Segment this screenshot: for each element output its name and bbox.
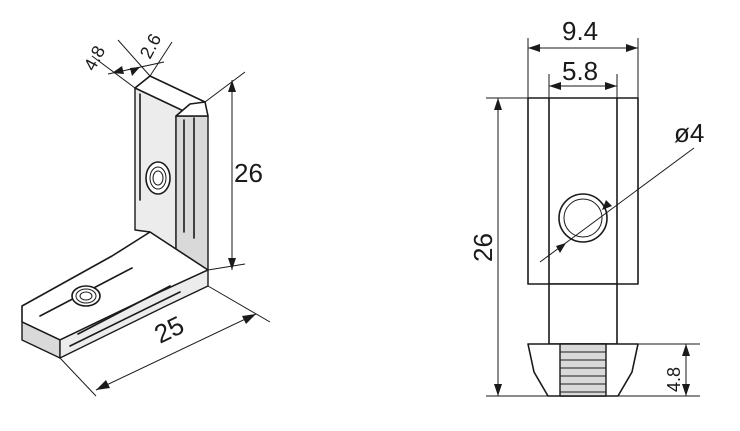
- extension-line: [207, 263, 246, 271]
- extension-line: [117, 39, 151, 77]
- front-view: ø4 9.4 5.8 26 4.8: [468, 16, 704, 397]
- arrowhead: [242, 314, 256, 324]
- arrowhead: [228, 80, 236, 92]
- dim-height-label: 26: [234, 158, 263, 188]
- arrowhead: [528, 44, 540, 52]
- leader-line-hole: [539, 147, 695, 263]
- channel-line: [69, 291, 181, 347]
- arrowhead: [494, 98, 502, 110]
- dim-width-outer-label: 9.4: [562, 16, 598, 46]
- hole-inner: [563, 198, 603, 238]
- front-body: [527, 97, 639, 285]
- arrowhead: [112, 66, 124, 74]
- arrowhead: [494, 384, 502, 396]
- dim-slot-label: 2.6: [136, 30, 165, 61]
- arrowhead: [96, 380, 110, 390]
- dim-thickness-label: 4.8: [80, 42, 109, 73]
- dim-width-inner-label: 5.8: [562, 56, 598, 86]
- thread-ring: [79, 291, 93, 301]
- channel-line: [77, 285, 171, 335]
- arrowhead: [556, 243, 566, 253]
- dim-hole-label: ø4: [674, 118, 704, 148]
- isometric-bracket-view: 26 25 4.8 2.6: [21, 30, 271, 397]
- bracket-vertical-top-right: [175, 101, 209, 117]
- extension-line: [204, 71, 246, 103]
- arrowhead: [682, 344, 690, 356]
- arrowhead: [130, 67, 140, 76]
- arrowhead: [228, 258, 236, 270]
- nut-knurl: [559, 343, 607, 397]
- arrowhead: [605, 82, 617, 90]
- front-base: [548, 283, 618, 345]
- arrowhead: [682, 384, 690, 396]
- hole-outer: [558, 193, 608, 243]
- dim-length-label: 25: [149, 310, 188, 350]
- extension-line: [207, 285, 271, 323]
- thread-ring: [75, 288, 97, 304]
- thread-ring: [152, 170, 164, 186]
- bracket-vertical-front: [175, 115, 209, 271]
- arrowhead: [602, 200, 612, 210]
- dim-nut-label: 4.8: [664, 367, 684, 392]
- arrowhead: [549, 82, 561, 90]
- arrowhead: [626, 44, 638, 52]
- dimension-line-25: [95, 313, 257, 391]
- thread-ring: [149, 166, 167, 190]
- extension-line: [59, 357, 97, 397]
- dim-height-front-label: 26: [468, 233, 498, 262]
- extension-line: [149, 41, 173, 77]
